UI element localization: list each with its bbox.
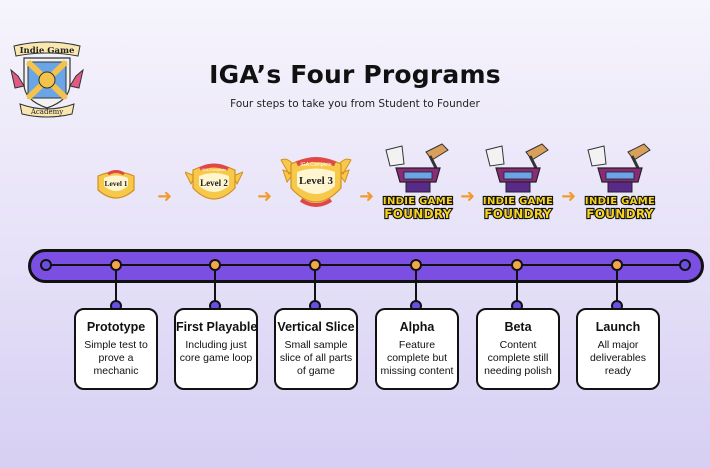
timeline-end-node: [679, 259, 691, 271]
timeline-node: [110, 259, 122, 271]
foundry-line2: FOUNDRY: [384, 207, 452, 221]
arrow-right-icon: ➜: [157, 186, 173, 207]
badge-label: Level 1: [104, 179, 127, 188]
foundry-line2: FOUNDRY: [586, 207, 654, 221]
page-title: IGA’s Four Programs: [209, 60, 501, 89]
badge-level-3: IGA Complete Level 3: [280, 157, 352, 207]
foundry-badge: INDIE GAME FOUNDRY: [482, 143, 554, 222]
stage-card-prototype: Prototype Simple test to prove a mechani…: [74, 308, 158, 390]
foundry-line1: INDIE GAME: [585, 196, 655, 207]
stage-card-first-playable: First Playable Including just core game …: [174, 308, 258, 390]
arrow-right-icon: ➜: [460, 186, 476, 207]
stage-description: Small sample slice of all parts of game: [279, 339, 353, 377]
indie-game-academy-logo: Indie Game Academy: [10, 41, 84, 118]
foundry-badge: INDIE GAME FOUNDRY: [584, 143, 656, 222]
page-subtitle: Four steps to take you from Student to F…: [230, 98, 480, 110]
logo-line1: Indie Game: [20, 46, 75, 56]
badge-label: Level 3: [299, 175, 333, 187]
arrow-right-icon: ➜: [561, 186, 577, 207]
timeline-node: [309, 259, 321, 271]
stage-card-alpha: Alpha Feature complete but missing conte…: [375, 308, 459, 390]
stage-card-beta: Beta Content complete still needing poli…: [476, 308, 560, 390]
stage-title: Beta: [504, 320, 532, 334]
stage-card-vertical-slice: Vertical Slice Small sample slice of all…: [274, 308, 358, 390]
foundry-badge: INDIE GAME FOUNDRY: [382, 143, 454, 222]
badge-caption: IGA Complete: [202, 167, 228, 172]
stage-title: Launch: [595, 320, 641, 334]
foundry-line2: FOUNDRY: [484, 207, 552, 221]
stage-title: Prototype: [86, 320, 146, 334]
badge-level-2: IGA Complete Level 2: [185, 163, 243, 200]
connector-stem: [115, 271, 117, 308]
arrow-right-icon: ➜: [257, 186, 273, 207]
stage-description: Including just core game loop: [179, 339, 253, 364]
connector-stem: [214, 271, 216, 308]
timeline-start-node: [40, 259, 52, 271]
timeline-node: [209, 259, 221, 271]
stage-title: Vertical Slice: [277, 320, 355, 334]
foundry-line1: INDIE GAME: [383, 196, 453, 207]
timeline-node: [511, 259, 523, 271]
foundry-line1: INDIE GAME: [483, 196, 553, 207]
badge-caption: IGA Complete: [300, 162, 331, 168]
connector-stem: [415, 271, 417, 308]
connector-stem: [616, 271, 618, 308]
arrow-right-icon: ➜: [359, 186, 375, 207]
stage-description: Content complete still needing polish: [484, 339, 552, 377]
stage-title: Alpha: [399, 320, 435, 334]
stage-card-launch: Launch All major deliverables ready: [576, 308, 660, 390]
stage-title: First Playable: [176, 320, 258, 334]
connector-stem: [314, 271, 316, 308]
logo-line2: Academy: [30, 108, 63, 116]
connector-stem: [516, 271, 518, 308]
stage-description: All major deliverables ready: [589, 339, 647, 377]
timeline-node: [410, 259, 422, 271]
timeline-node: [611, 259, 623, 271]
stage-description: Simple test to prove a mechanic: [84, 339, 148, 377]
badge-level-1: Level 1: [97, 170, 135, 199]
badge-label: Level 2: [200, 178, 228, 188]
timeline-line: [44, 264, 688, 266]
stage-description: Feature complete but missing content: [380, 339, 454, 377]
timeline-track: [28, 249, 704, 283]
